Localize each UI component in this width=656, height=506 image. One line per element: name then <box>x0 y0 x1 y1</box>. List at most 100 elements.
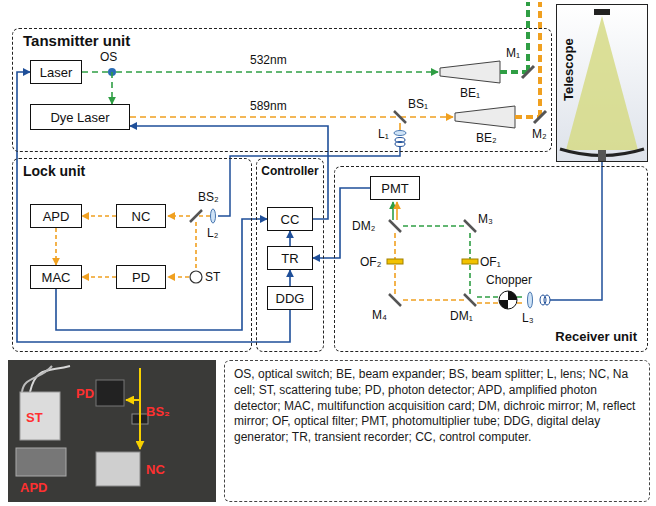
photo-cable <box>22 366 52 392</box>
photo-detector <box>96 380 124 406</box>
component-label: M₄ <box>372 308 387 322</box>
component-label: BS₂ <box>198 190 219 204</box>
orange-beam <box>199 215 210 217</box>
photo-label: BS₂ <box>146 404 170 419</box>
device-box: MAC <box>30 265 82 289</box>
component-label: 589nm <box>250 99 287 113</box>
signal-wire <box>56 219 267 330</box>
optical-filter <box>462 259 478 264</box>
component-label: DM₁ <box>450 309 473 323</box>
device-name: PMT <box>381 181 408 196</box>
device-box: Dye Laser <box>30 104 130 130</box>
dichroic-mirror <box>464 294 476 306</box>
device-box: NC <box>116 204 166 228</box>
device-name: DDG <box>276 291 305 306</box>
photo-label: APD <box>20 480 47 495</box>
mirror <box>534 111 546 123</box>
photo-label: ST <box>26 410 43 425</box>
eyepiece-tube <box>598 150 606 162</box>
device-name: PD <box>132 270 150 285</box>
photo-beam <box>139 368 141 449</box>
chopper-blade <box>499 300 508 309</box>
orange-beam <box>399 123 401 130</box>
lens <box>211 209 216 223</box>
photo-beam <box>126 399 140 401</box>
device-name: Dye Laser <box>50 110 109 125</box>
device-name: MAC <box>42 270 71 285</box>
orange-beam <box>402 299 464 301</box>
region-title: Tansmitter unit <box>23 33 130 49</box>
optical-fiber <box>550 162 602 300</box>
device-name: TR <box>281 251 298 266</box>
component-label: M₁ <box>506 46 520 60</box>
dichroic-mirror <box>389 220 401 232</box>
photo-scattering-tube <box>20 392 60 440</box>
unit-region: ControllerCCTRDDG <box>256 158 324 352</box>
fiber-coil <box>395 142 405 147</box>
device-name: NC <box>132 209 151 224</box>
component-label: BE₂ <box>476 131 497 145</box>
component-label: Chopper <box>486 273 532 287</box>
chopper-blade <box>508 291 517 300</box>
component-label: L₂ <box>207 226 218 240</box>
orange-beam <box>195 222 197 269</box>
photo-ground <box>8 360 216 502</box>
lens <box>528 292 533 308</box>
component-label: OF₁ <box>480 255 501 269</box>
lens <box>394 131 406 136</box>
photo-cable <box>30 366 70 392</box>
component-label: L₁ <box>378 127 389 141</box>
mirror <box>522 66 534 78</box>
orange-beam-up <box>538 2 542 117</box>
beam-expander <box>455 106 515 128</box>
mirror <box>389 294 401 306</box>
component-label: DM₂ <box>352 219 375 233</box>
optical-path <box>82 215 116 217</box>
green-beam-up <box>526 2 530 72</box>
component-label: OS <box>100 50 117 64</box>
abbreviation-note: OS, optical switch; BE, beam expander; B… <box>224 360 650 502</box>
photo-label: PD <box>76 386 94 401</box>
unit-region: Lock unitAPDNCMACPD <box>12 158 252 352</box>
beam-splitter <box>190 210 202 222</box>
device-box: TR <box>267 246 313 270</box>
device-box: PMT <box>370 176 420 200</box>
photo-apd <box>16 448 66 476</box>
green-beam <box>116 71 438 73</box>
green-beam <box>392 202 394 220</box>
green-beam <box>402 225 464 227</box>
mirror <box>464 220 476 232</box>
component-label: 532nm <box>250 53 287 67</box>
orange-beam-wide <box>515 115 540 119</box>
orange-beam <box>396 202 398 220</box>
optical-path <box>55 228 57 265</box>
beam-splitter <box>394 111 406 123</box>
orange-beam <box>168 276 189 278</box>
device-box: APD <box>30 204 82 228</box>
orange-beam <box>130 116 453 118</box>
device-box: Laser <box>30 60 82 84</box>
region-title: Receiver unit <box>555 329 637 345</box>
component-label: L₃ <box>522 311 534 325</box>
region-title: Controller <box>257 163 323 179</box>
signal-wire <box>289 231 291 246</box>
component-label: BE₁ <box>460 86 480 100</box>
telescope-title: Telescope <box>561 38 576 101</box>
beam-expander <box>440 61 500 83</box>
optical-filter <box>387 259 403 264</box>
telescope-ground <box>556 4 648 162</box>
chopper <box>499 291 517 309</box>
device-box: PD <box>116 265 166 289</box>
fiber-coil <box>544 295 550 305</box>
device-name: APD <box>43 209 70 224</box>
device-box: DDG <box>267 286 313 310</box>
signal-wire <box>289 270 291 286</box>
green-beam-wide <box>500 70 528 74</box>
orange-beam <box>168 215 190 217</box>
abbreviation-text: OS, optical switch; BE, beam expander; B… <box>234 367 640 446</box>
component-label: ST <box>205 270 220 284</box>
light-cone <box>566 16 638 150</box>
photo-label: NC <box>146 462 165 477</box>
photo-na-cell <box>96 452 140 486</box>
